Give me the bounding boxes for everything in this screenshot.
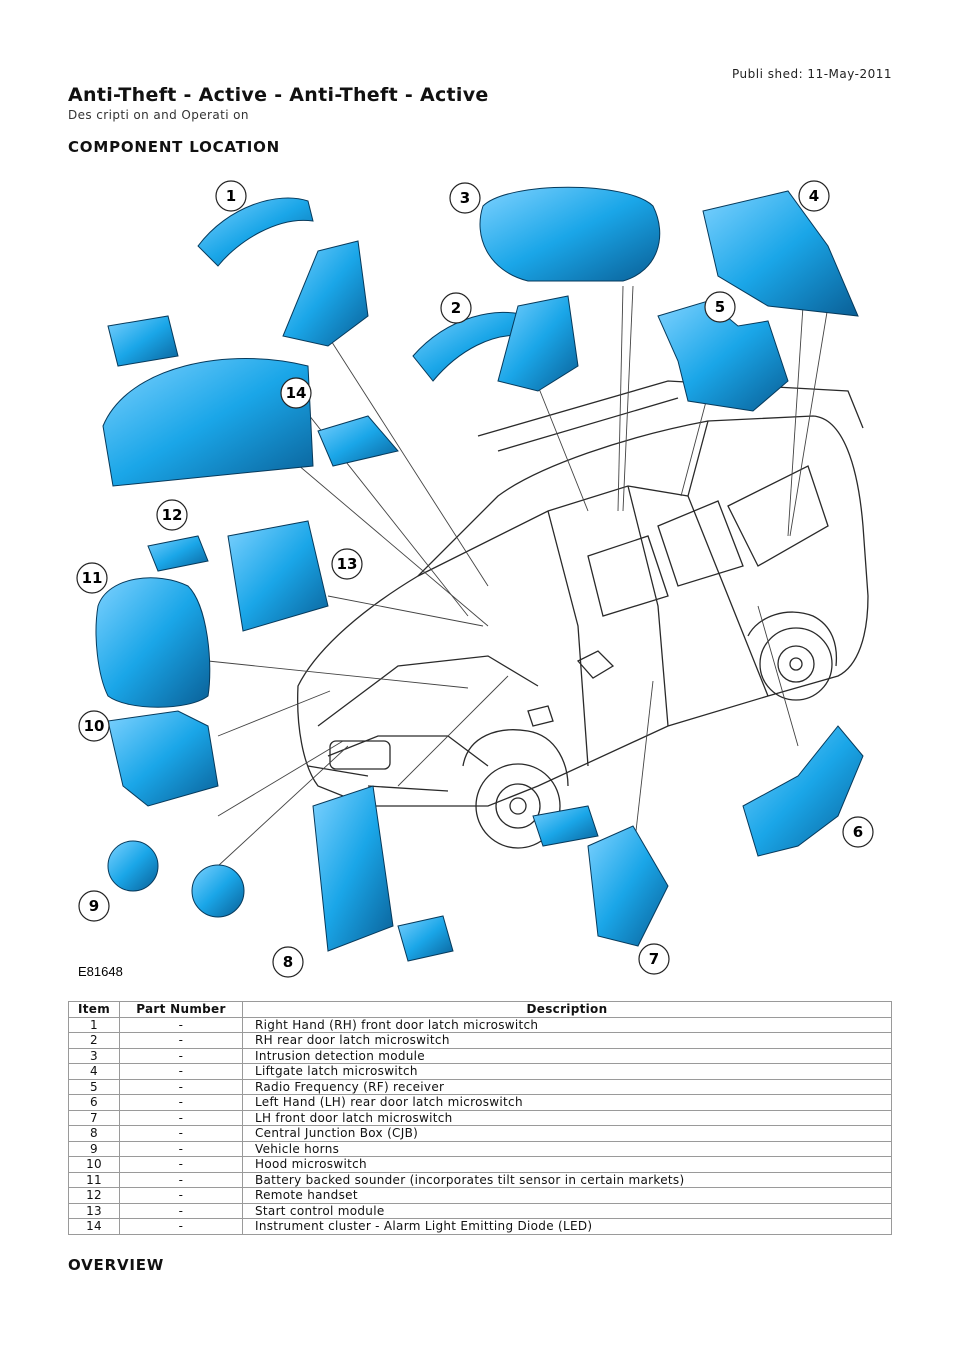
section-heading-component-location: COMPONENT LOCATION — [68, 138, 280, 156]
component-location-figure: 1 3 4 2 5 14 12 13 11 10 6 9 8 7 E81648 — [68, 166, 892, 986]
description-cell: Left Hand (LH) rear door latch microswit… — [242, 1094, 892, 1111]
callout-label-5: 5 — [715, 298, 725, 316]
callout-label-13: 13 — [337, 555, 358, 573]
part-number-cell: - — [119, 1063, 243, 1080]
item-cell: 1 — [68, 1016, 120, 1033]
item-cell: 13 — [68, 1202, 120, 1219]
part-number-cell: - — [119, 1171, 243, 1188]
callout-label-11: 11 — [82, 569, 103, 587]
item-cell: 10 — [68, 1156, 120, 1173]
callout-label-7: 7 — [649, 950, 659, 968]
table-row: 4-Liftgate latch microswitch — [68, 1063, 892, 1080]
table-row: 5-Radio Frequency (RF) receiver — [68, 1078, 892, 1095]
part-number-cell: - — [119, 1156, 243, 1173]
part-number-cell: - — [119, 1202, 243, 1219]
callout-markers — [76, 180, 874, 978]
callout-label-9: 9 — [89, 897, 99, 915]
table-row: 3-Intrusion detection module — [68, 1047, 892, 1064]
callout-label-4: 4 — [809, 187, 819, 205]
table-row: 9-Vehicle horns — [68, 1140, 892, 1157]
description-cell: Start control module — [242, 1202, 892, 1219]
table-row: 1-Right Hand (RH) front door latch micro… — [68, 1016, 892, 1033]
table-header-row: Item Part Number Description — [68, 1001, 892, 1018]
page-title: Anti-Theft - Active - Anti-Theft - Activ… — [68, 84, 489, 106]
description-cell: Instrument cluster - Alarm Light Emittin… — [242, 1218, 892, 1235]
description-cell: Liftgate latch microswitch — [242, 1063, 892, 1080]
callout-label-6: 6 — [853, 823, 863, 841]
description-cell: Intrusion detection module — [242, 1047, 892, 1064]
part-number-cell: - — [119, 1125, 243, 1142]
description-cell: Right Hand (RH) front door latch microsw… — [242, 1016, 892, 1033]
table-row: 2-RH rear door latch microswitch — [68, 1032, 892, 1049]
callout-label-12: 12 — [162, 506, 183, 524]
published-date: Publi shed: 11-May-2011 — [731, 67, 892, 81]
callout-label-2: 2 — [451, 299, 461, 317]
item-cell: 7 — [68, 1109, 120, 1126]
part-number-cell: - — [119, 1218, 243, 1235]
table-row: 12-Remote handset — [68, 1187, 892, 1204]
item-cell: 8 — [68, 1125, 120, 1142]
leader-lines — [207, 285, 829, 867]
parts-table: Item Part Number Description 1-Right Han… — [68, 1001, 892, 1235]
item-cell: 3 — [68, 1047, 120, 1064]
description-cell: Radio Frequency (RF) receiver — [242, 1078, 892, 1095]
item-cell: 5 — [68, 1078, 120, 1095]
part-number-cell: - — [119, 1047, 243, 1064]
item-cell: 6 — [68, 1094, 120, 1111]
table-row: 8-Central Junction Box (CJB) — [68, 1125, 892, 1142]
part-number-cell: - — [119, 1016, 243, 1033]
table-row: 7-LH front door latch microswitch — [68, 1109, 892, 1126]
description-cell: LH front door latch microswitch — [242, 1109, 892, 1126]
part-number-cell: - — [119, 1187, 243, 1204]
description-cell: Hood microswitch — [242, 1156, 892, 1173]
column-header-description: Description — [242, 1001, 892, 1018]
figure-id: E81648 — [78, 964, 123, 979]
description-cell: Vehicle horns — [242, 1140, 892, 1157]
column-header-item: Item — [68, 1001, 120, 1018]
callout-label-10: 10 — [84, 717, 105, 735]
callout-label-8: 8 — [283, 953, 293, 971]
description-cell: RH rear door latch microswitch — [242, 1032, 892, 1049]
item-cell: 2 — [68, 1032, 120, 1049]
callout-label-1: 1 — [226, 187, 236, 205]
item-cell: 4 — [68, 1063, 120, 1080]
callout-label-3: 3 — [460, 189, 470, 207]
table-row: 6-Left Hand (LH) rear door latch microsw… — [68, 1094, 892, 1111]
part-number-cell: - — [119, 1109, 243, 1126]
part-number-cell: - — [119, 1078, 243, 1095]
column-header-part-number: Part Number — [119, 1001, 243, 1018]
table-row: 14-Instrument cluster - Alarm Light Emit… — [68, 1218, 892, 1235]
callout-label-14: 14 — [286, 384, 307, 402]
part-number-cell: - — [119, 1140, 243, 1157]
description-cell: Central Junction Box (CJB) — [242, 1125, 892, 1142]
item-cell: 14 — [68, 1218, 120, 1235]
item-cell: 9 — [68, 1140, 120, 1157]
item-cell: 11 — [68, 1171, 120, 1188]
description-cell: Battery backed sounder (incorporates til… — [242, 1171, 892, 1188]
component-shapes — [95, 186, 864, 962]
section-heading-overview: OVERVIEW — [68, 1256, 165, 1274]
part-number-cell: - — [119, 1032, 243, 1049]
item-cell: 12 — [68, 1187, 120, 1204]
page-subtitle: Des cripti on and Operati on — [68, 108, 249, 122]
table-row: 13-Start control module — [68, 1202, 892, 1219]
description-cell: Remote handset — [242, 1187, 892, 1204]
table-row: 11-Battery backed sounder (incorporates … — [68, 1171, 892, 1188]
table-row: 10-Hood microswitch — [68, 1156, 892, 1173]
part-number-cell: - — [119, 1094, 243, 1111]
